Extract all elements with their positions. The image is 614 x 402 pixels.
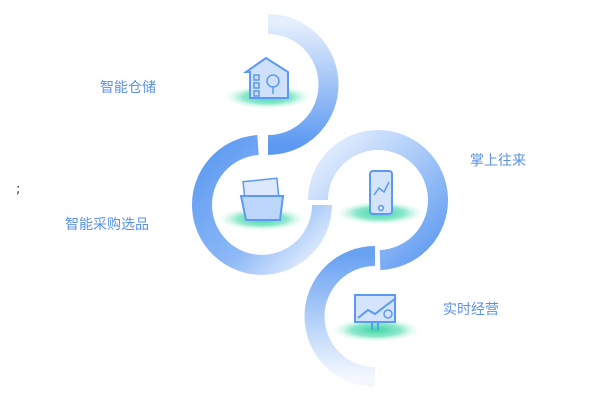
warehouse-icon [223,56,313,109]
mobile-chart-icon [335,170,425,225]
ring-segment-3 [308,130,448,270]
label-realtime-operations: 实时经营 [443,302,499,318]
ring-segment-4 [304,246,376,387]
stray-semicolon: ; [16,182,21,197]
monitor-growth-icon [331,294,421,342]
ring-segment-2 [192,135,332,275]
label-smart-warehouse: 智能仓储 [100,80,156,96]
folder-icon [217,177,307,231]
label-mobile-accounts: 掌上往来 [470,153,526,169]
label-smart-procurement: 智能采购选品 [65,217,149,233]
ring-segment-1 [267,14,339,155]
